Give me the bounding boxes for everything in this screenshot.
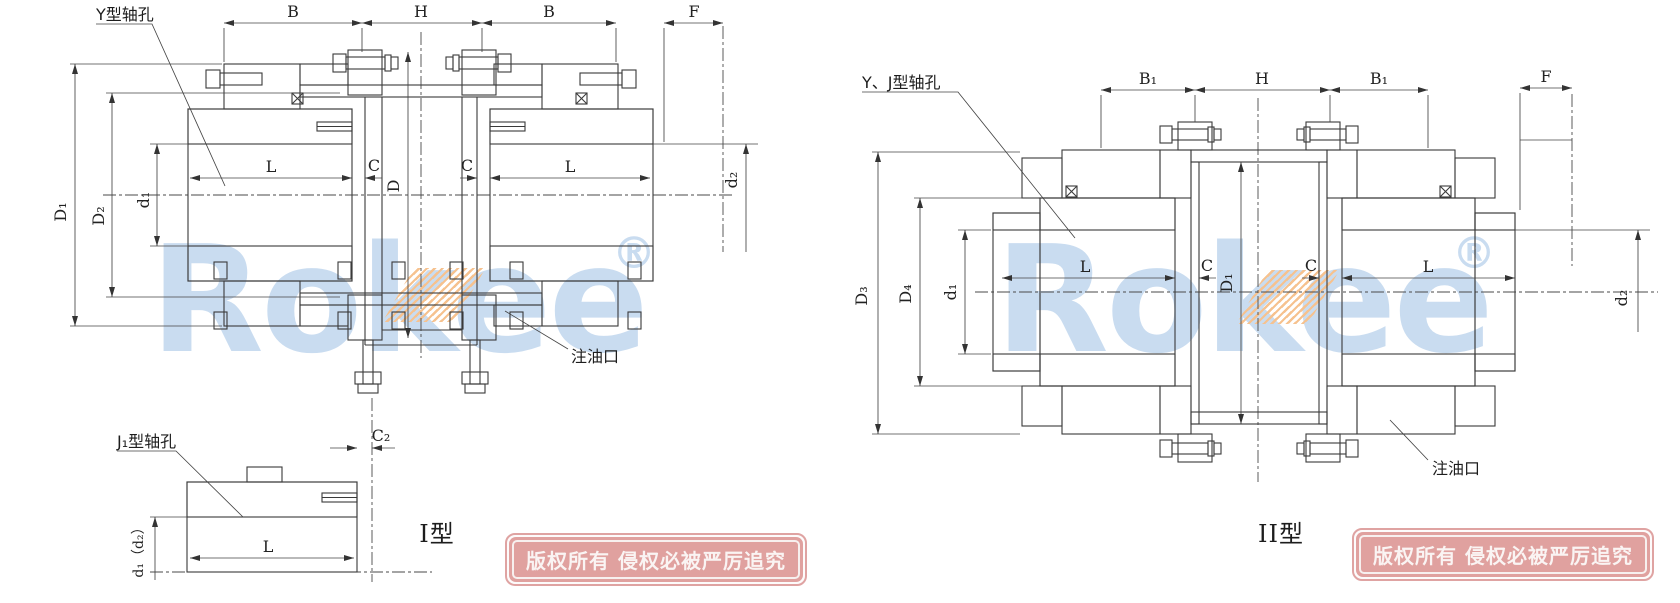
dim-label-L-left: L (1080, 257, 1091, 276)
dim-label-C2: C₂ (372, 426, 391, 445)
dim-label-F: F (688, 2, 699, 21)
seal-icon (291, 92, 304, 105)
dim-label-L-left: L (266, 157, 277, 176)
callout-shaft-hole: Y型轴孔 (95, 5, 154, 24)
dim-label-B-right: B (543, 2, 555, 21)
dim-label-H: H (414, 2, 428, 21)
dim-label-D2: D₂ (89, 206, 108, 225)
type2-dim-inner: L C D₁ C L d₂ (1002, 162, 1650, 424)
dim-label-d1: d₁ (134, 192, 153, 209)
copyright-stamp: 版权所有 侵权必被严厉追究 (1352, 528, 1654, 581)
type1-drawing: B H B F D₁ D₂ d₁ L (51, 2, 758, 582)
type2-callouts: Y、J型轴孔 注油口 (861, 73, 1480, 478)
dim-label-d1: d₁ (941, 284, 960, 301)
type1-j1-hub-detail: L d₁（d₂） C₂ J₁型轴孔 (116, 426, 395, 580)
type1-dim-left: D₁ D₂ d₁ (51, 63, 340, 327)
watermark-registered-icon: ® (612, 228, 656, 279)
dim-label-C-right: C (461, 156, 473, 175)
type2-sleeve (1021, 121, 1496, 463)
dim-label-d2: d₂ (1612, 290, 1631, 307)
dim-label-D3: D₃ (852, 286, 871, 305)
dim-label-H: H (1255, 69, 1269, 88)
dim-label-C-left: C (368, 156, 380, 175)
callout-oil-port: 注油口 (571, 347, 619, 366)
seal-icon (575, 92, 588, 105)
type1-dim-inner: L C D C L d₂ (190, 52, 758, 338)
copyright-stamp-text: 版权所有 侵权必被严厉追究 (1359, 535, 1647, 574)
dim-label-d2: d₂ (722, 172, 741, 189)
dim-label-B1-right: B₁ (1370, 69, 1388, 88)
dim-label-L-hub: L (263, 537, 274, 556)
dim-label-d1-d2: d₁（d₂） (131, 520, 147, 577)
watermark-logo: Rokee (995, 214, 1494, 386)
type1-sleeve (223, 49, 619, 346)
seal-icon (1439, 185, 1452, 198)
type1-bolts (205, 53, 642, 394)
callout-shaft-hole: Y、J型轴孔 (861, 73, 941, 92)
type2-caption: II型 (1258, 520, 1304, 548)
watermark-registered-icon: ® (1452, 228, 1496, 279)
dim-label-D: D (384, 180, 403, 193)
dim-label-L-right: L (565, 157, 576, 176)
dim-label-F: F (1540, 67, 1551, 86)
dim-label-B1-left: B₁ (1139, 69, 1157, 88)
copyright-stamp: 版权所有 侵权必被严厉追究 (505, 533, 807, 586)
type2-bolts (1159, 125, 1359, 458)
type2-dim-left: D₃ D₄ d₁ (852, 151, 1038, 435)
callout-oil-port: 注油口 (1432, 459, 1480, 478)
dim-label-C-right: C (1305, 256, 1317, 275)
type2-dim-top: B₁ H B₁ F (1100, 67, 1572, 210)
dim-label-D4: D₄ (896, 284, 915, 303)
seal-icon (1065, 185, 1078, 198)
dim-label-L-right: L (1423, 257, 1434, 276)
type1-caption: I型 (419, 520, 454, 548)
dim-label-D1: D₁ (51, 202, 70, 221)
dim-label-C-left: C (1201, 256, 1213, 275)
callout-j1-shaft-hole: J₁型轴孔 (116, 432, 176, 451)
dim-label-B-left: B (287, 2, 299, 21)
type1-dim-top: B H B F (223, 2, 723, 142)
dim-label-D1: D₁ (1217, 273, 1236, 292)
type1-callouts: Y型轴孔 注油口 (95, 5, 619, 366)
copyright-stamp-text: 版权所有 侵权必被严厉追究 (512, 540, 800, 579)
type2-drawing: B₁ H B₁ F D₃ D₄ d₁ (852, 67, 1658, 548)
type2-right-hub (1341, 197, 1516, 387)
